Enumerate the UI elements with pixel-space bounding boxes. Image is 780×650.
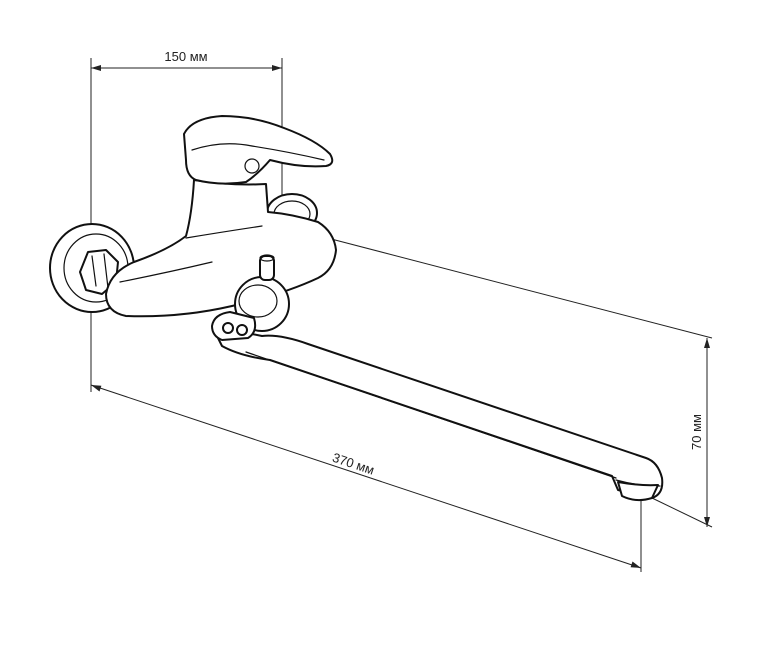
dimension-length: 370 мм: [90, 384, 642, 569]
height-label: 70 мм: [689, 414, 704, 450]
length-label: 370 мм: [331, 450, 377, 478]
faucet-drawing: [49, 115, 664, 502]
swivel-collar: [211, 311, 257, 341]
width-label: 150 мм: [164, 49, 207, 64]
dimension-height: 70 мм: [689, 338, 710, 527]
diverter-knob: [234, 254, 290, 332]
lever-handle: [183, 115, 334, 185]
spout: [217, 329, 664, 502]
dimension-width: 150 мм: [91, 49, 282, 71]
